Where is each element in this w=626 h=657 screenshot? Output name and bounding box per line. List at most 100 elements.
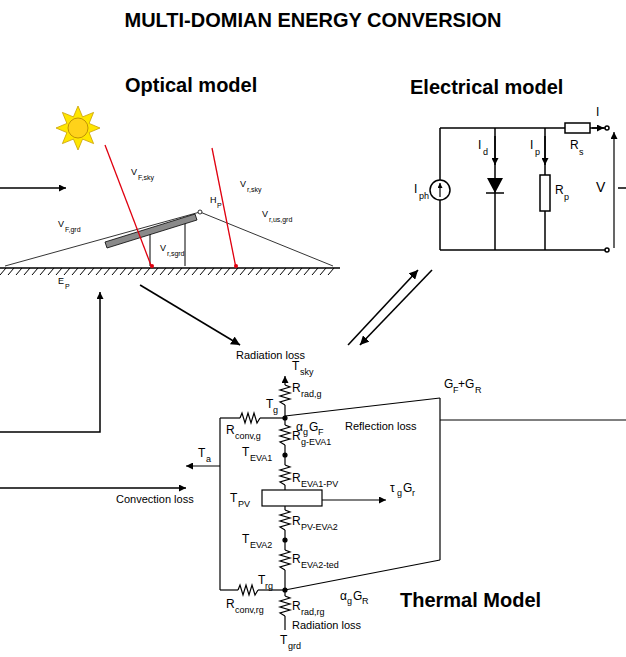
output-line — [618, 187, 626, 189]
symbol-label: R — [226, 424, 235, 436]
subscript-label: d — [483, 148, 488, 157]
symbol-label: H — [210, 196, 217, 205]
model-region: Electrical model — [405, 55, 620, 270]
subscript-label: g — [347, 597, 352, 606]
symbol-label: E — [58, 277, 64, 286]
symbol-label: V — [596, 180, 605, 194]
symbol-label: R — [292, 430, 301, 442]
subscript-label: EVA2-ted — [301, 561, 339, 570]
symbol-label: R — [292, 600, 301, 612]
resistor-symbol — [280, 465, 290, 485]
resistor-symbol — [280, 550, 290, 570]
symbol-label: V — [131, 168, 137, 177]
flow-arrow — [348, 270, 418, 345]
resistor-symbol — [280, 425, 290, 445]
symbol-label: R — [555, 184, 564, 196]
symbol-label: I — [414, 183, 417, 195]
symbol-label: R — [292, 515, 301, 527]
diode-symbol — [487, 178, 503, 193]
symbol-label: T — [242, 533, 249, 545]
subscript-label: ph — [419, 192, 429, 201]
symbol-label: T — [242, 446, 249, 458]
symbol-label: V — [160, 244, 166, 253]
subscript-label: EVA1-PV — [301, 480, 338, 489]
diagram-title: MULTI-DOMIAN ENERGY CONVERSION — [0, 10, 626, 30]
current-source-symbol — [430, 180, 450, 200]
input-arrow — [0, 487, 186, 489]
subscript-label: g — [397, 489, 402, 498]
pv-cell-box — [262, 490, 322, 506]
symbol-label: G — [403, 482, 412, 494]
resistor-symbol — [280, 596, 290, 616]
symbol-label: V — [58, 220, 64, 229]
subscript-label: sky — [300, 368, 314, 377]
flow-arrow — [140, 285, 240, 345]
symbol-label: I — [596, 106, 599, 118]
subscript-label: r,sky — [247, 186, 261, 193]
symbol-label: +G — [458, 378, 474, 390]
resistor-symbol — [238, 585, 258, 595]
resistor-symbol — [240, 413, 260, 423]
resistor-symbol — [280, 385, 290, 405]
subscript-label: F — [453, 386, 459, 395]
symbol-label: I — [530, 139, 533, 151]
subscript-label: rad,rg — [301, 608, 325, 617]
subscript-label: F,grd — [65, 226, 81, 233]
symbol-label: R — [292, 382, 301, 394]
subscript-label: R — [362, 597, 369, 606]
subscript-label: F — [318, 428, 324, 437]
model-heading: Optical model — [125, 75, 257, 95]
symbol-label: G — [444, 378, 453, 390]
symbol-label: V — [262, 210, 268, 219]
electrical-circuit — [430, 123, 614, 252]
subscript-label: P — [217, 202, 222, 209]
symbol-label: T — [280, 634, 287, 646]
symbol-label: T — [230, 492, 237, 504]
subscript-label: r — [412, 489, 415, 498]
subscript-label: p — [564, 193, 569, 202]
subscript-label: r,sgrd — [167, 250, 185, 257]
symbol-label: I — [478, 139, 481, 151]
symbol-label: G — [353, 590, 362, 602]
subscript-label: g-EVA1 — [301, 438, 331, 447]
subscript-label: g — [303, 428, 308, 437]
subscript-label: s — [579, 148, 584, 157]
symbol-label: G — [309, 421, 318, 433]
subscript-label: PV — [238, 500, 250, 509]
resistor-symbol — [540, 175, 550, 211]
optical-illustration — [0, 106, 340, 275]
loss-label: Radiation loss — [292, 620, 361, 631]
symbol-label: τ — [390, 482, 395, 494]
input-arrow — [0, 187, 66, 189]
symbol-label: R — [292, 472, 301, 484]
symbol-label: V — [240, 180, 246, 189]
subscript-label: rg — [265, 582, 273, 591]
loss-label: Reflection loss — [345, 421, 417, 432]
flow-arrow — [360, 270, 432, 345]
subscript-label: P — [65, 283, 70, 290]
outer-arrows — [0, 188, 626, 488]
resistor-symbol — [280, 510, 290, 530]
subscript-label: EVA1 — [250, 454, 272, 463]
model-region: Thermal Model — [190, 345, 550, 645]
symbol-label: T — [266, 398, 273, 410]
subscript-label: g — [273, 406, 278, 415]
symbol-label: R — [570, 139, 579, 151]
resistor-symbol — [565, 123, 590, 133]
symbol-label: T — [258, 574, 265, 586]
subscript-label: EVA2 — [250, 541, 272, 550]
symbol-label: T — [292, 360, 299, 372]
subscript-label: r,us,grd — [269, 216, 292, 223]
subscript-label: rad,g — [301, 390, 322, 399]
subscript-label: PV-EVA2 — [301, 523, 338, 532]
subscript-label: p — [535, 148, 540, 157]
subscript-label: conv,g — [235, 432, 261, 441]
input-arrow — [0, 292, 100, 432]
subscript-label: grd — [288, 642, 301, 651]
subscript-label: R — [475, 386, 482, 395]
subscript-label: F,sky — [138, 174, 154, 181]
sun-symbol — [56, 106, 100, 150]
symbol-label: R — [292, 553, 301, 565]
